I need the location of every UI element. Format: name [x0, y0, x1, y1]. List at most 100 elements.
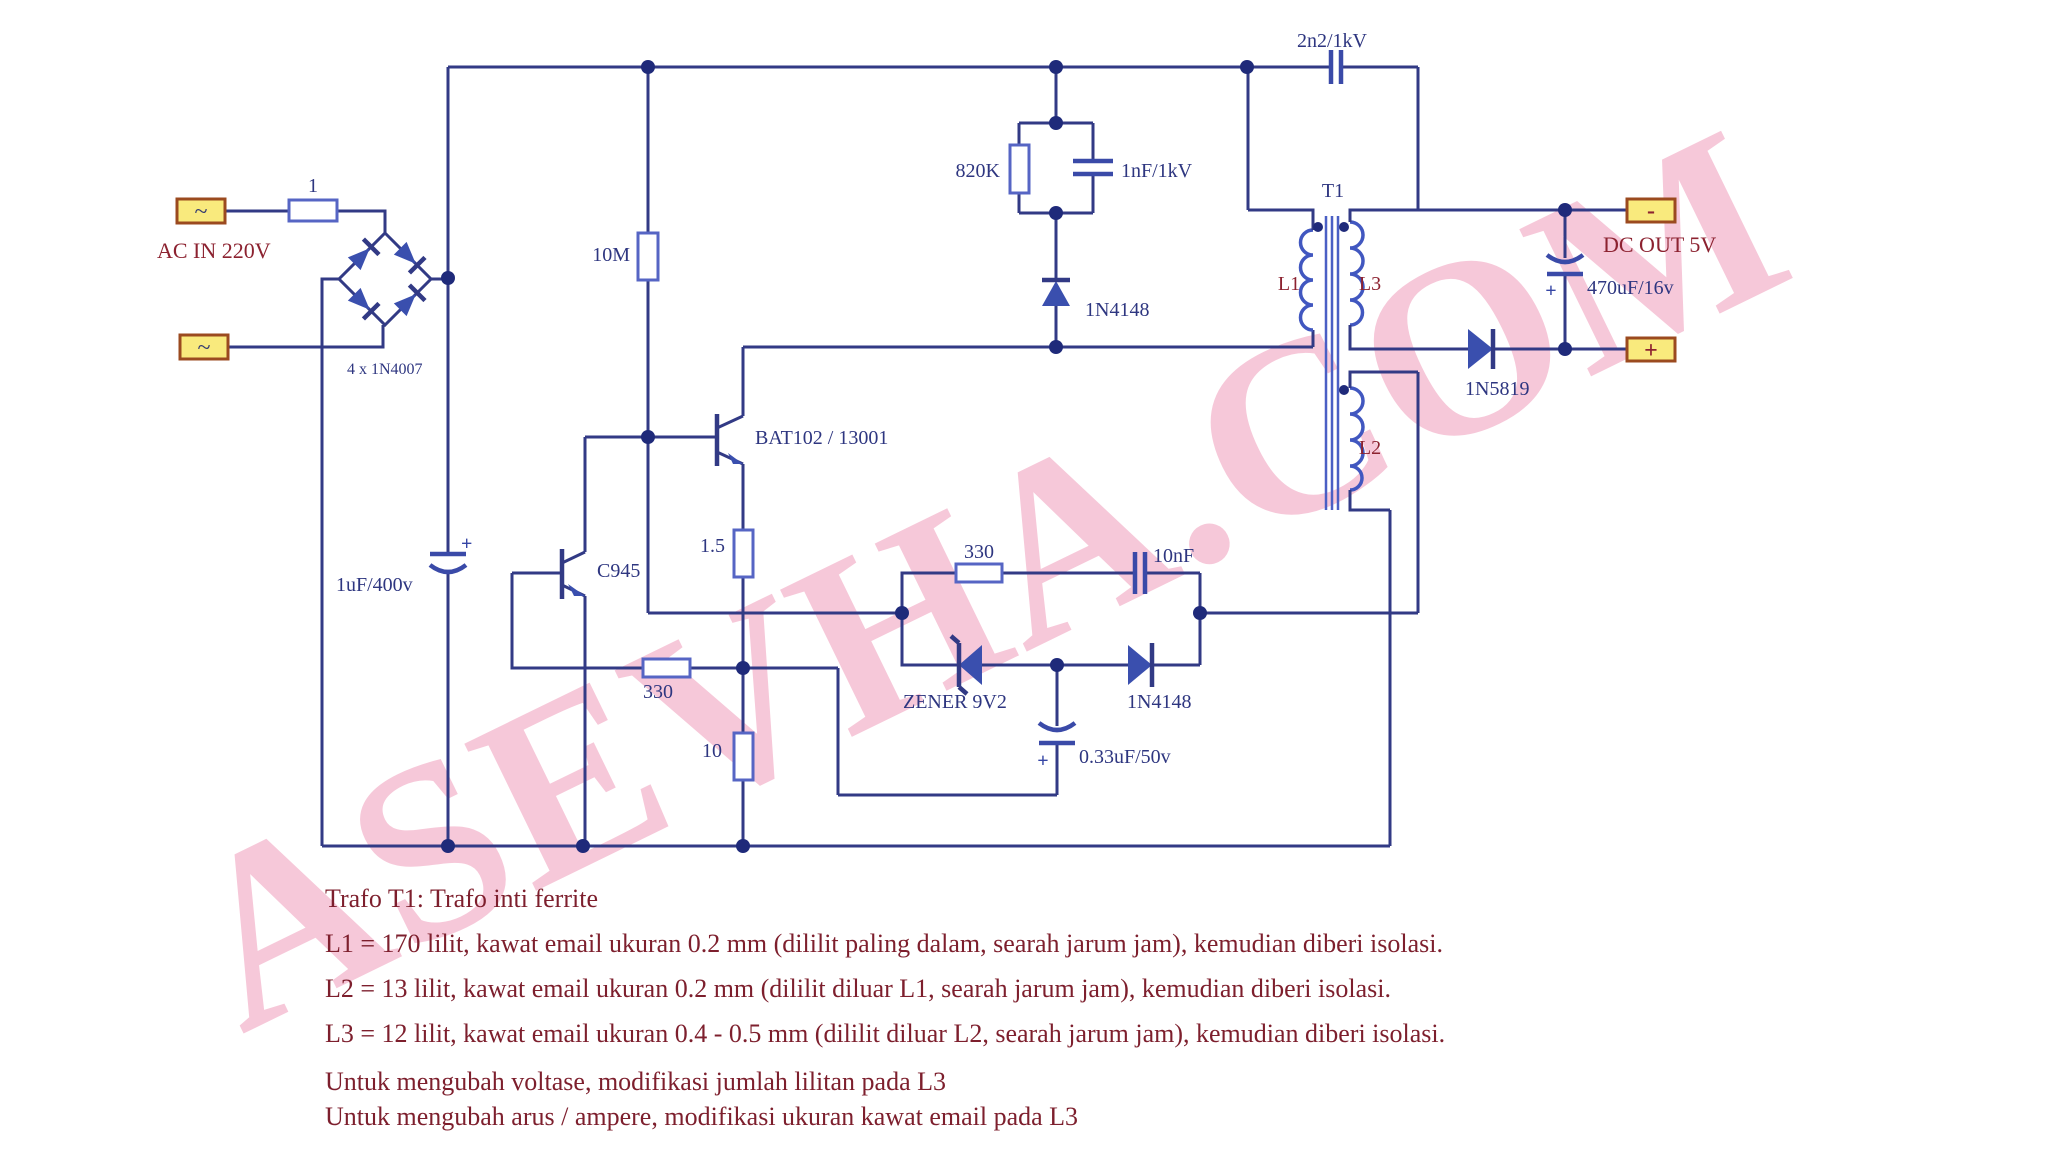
zener-label: ZENER 9V2 [903, 691, 1007, 713]
bridge-rectifier-outline [336, 230, 434, 328]
bridge-diode-bottom-right [393, 283, 427, 317]
snubber-diode [1042, 281, 1070, 306]
primary-rails: + 1uF/400v [322, 65, 1390, 848]
output-section: 1N5819 + 470uF/16v - + DC OUT 5V [1348, 197, 1716, 400]
emitter-resistor-1r5 [732, 528, 755, 579]
wire-l1-top [1246, 68, 1315, 230]
ac-terminal-bottom [178, 333, 230, 361]
startup-resistor [636, 231, 660, 282]
transformer-core [1324, 216, 1340, 510]
bridge-diode-top-left [347, 237, 381, 271]
dc-terminal-positive-symbol: + [1644, 338, 1658, 364]
zener-diode-bar [949, 634, 969, 696]
winding-l2-label: L2 [1359, 437, 1381, 459]
bulk-capacitor: + 1uF/400v [336, 533, 472, 596]
output-diode-label: 1N5819 [1465, 378, 1529, 400]
dc-terminal-positive [1625, 336, 1677, 363]
snubber-resistor-label: 820K [956, 160, 1001, 182]
snubber-resistor [1008, 143, 1031, 195]
wire-output-positive [1348, 325, 1627, 351]
base-resistor-330 [641, 657, 692, 679]
ac-terminal-bottom-symbol: ~ [198, 335, 211, 361]
coupling-cap-label: 2n2/1kV [1297, 30, 1368, 52]
dc-terminal-negative [1625, 197, 1677, 224]
fuse-resistor [287, 198, 339, 223]
startup-resistor-group: 10M [592, 67, 902, 615]
notes-block: Trafo T1: Trafo inti ferrite L1 = 170 li… [325, 876, 1445, 1134]
c945-emitter-arrow [568, 584, 585, 596]
coupling-cap-group: 2n2/1kV [1247, 30, 1420, 210]
feedback-network: 330 10nF ZENER 9V2 1N4148 + 0.33uF/50v [743, 541, 1418, 797]
emitter-resistor-label: 1.5 [700, 535, 725, 557]
bat102-emitter-arrow [728, 453, 743, 464]
winding-l1 [1298, 228, 1314, 332]
snubber-network: 820K 1nF/1kV 1N4148 [956, 67, 1193, 347]
snubber-capacitor [1073, 158, 1113, 177]
ac-input-section: 1 ~ ~ AC IN 220V 4 x 1N4007 [157, 175, 448, 846]
ac-input-label: AC IN 220V [157, 238, 271, 263]
output-diode [1468, 329, 1493, 369]
wire-delay-cap [743, 665, 1059, 797]
wire-live-input [225, 209, 387, 233]
wire-neutral-input [227, 325, 385, 349]
notes-l2: L2 = 13 lilit, kawat email ukuran 0.2 mm… [325, 974, 1391, 1003]
bridge-label: 4 x 1N4007 [347, 361, 423, 378]
wire-c945-base [510, 573, 743, 670]
transformer-name: T1 [1322, 180, 1344, 202]
wire-feedback-bottom [900, 613, 1202, 667]
l2-polarity-dot [1339, 385, 1349, 395]
delay-cap-label: 0.33uF/50v [1079, 746, 1171, 768]
feedback-diode-label: 1N4148 [1127, 691, 1191, 713]
notes-tip-voltage: Untuk mengubah voltase, modifikasi jumla… [325, 1067, 946, 1096]
sense-resistor-10 [732, 731, 755, 782]
winding-l3 [1349, 220, 1365, 327]
switching-transistors: C945 330 BAT102 / 13001 1.5 10 [510, 330, 1315, 846]
transistor-bat102: BAT102 / 13001 [714, 347, 888, 530]
notes-l1: L1 = 170 lilit, kawat email ukuran 0.2 m… [325, 929, 1443, 958]
zener-diode [959, 645, 982, 685]
wire-coupling-cap [1247, 65, 1420, 210]
fuse-label: 1 [308, 175, 318, 197]
notes-l3: L3 = 12 lilit, kawat email ukuran 0.4 - … [325, 1019, 1446, 1048]
l3-polarity-dot [1339, 222, 1349, 232]
wire-output-negative [1348, 208, 1627, 222]
delay-cap-plus: + [1037, 750, 1048, 772]
transistor-c945: C945 [512, 437, 640, 846]
bridge-diode-top-right [393, 241, 427, 275]
notes-tip-current: Untuk mengubah arus / ampere, modifikasi… [325, 1102, 1079, 1131]
snubber-diode-label: 1N4148 [1085, 299, 1149, 321]
winding-l3-label: L3 [1359, 273, 1381, 295]
c945-label: C945 [597, 560, 640, 582]
notes-title: Trafo T1: Trafo inti ferrite [325, 884, 598, 913]
l1-polarity-dot [1313, 222, 1323, 232]
feedback-resistor-label: 330 [964, 541, 994, 563]
feedback-capacitor [1132, 552, 1148, 594]
transformer-t1: L1 L3 L2 T1 [1246, 68, 1627, 846]
dc-output-label: DC OUT 5V [1603, 232, 1716, 257]
bat102-label: BAT102 / 13001 [755, 427, 888, 449]
base-resistor-label: 330 [643, 681, 673, 703]
coupling-capacitor [1328, 50, 1344, 84]
output-cap-label: 470uF/16v [1587, 277, 1674, 299]
ac-terminal-top [175, 197, 227, 225]
wire-l2 [1348, 370, 1420, 846]
sense-resistor-label: 10 [702, 740, 722, 762]
bulk-capacitor-label: 1uF/400v [336, 574, 413, 596]
startup-resistor-label: 10M [592, 244, 630, 266]
winding-l1-label: L1 [1278, 273, 1300, 295]
ac-terminal-top-symbol: ~ [195, 199, 208, 225]
bulk-capacitor-plus: + [461, 533, 472, 555]
feedback-diode [1128, 645, 1152, 685]
wire-startup-base [646, 67, 902, 615]
winding-l2 [1349, 386, 1365, 492]
output-cap-plus: + [1545, 280, 1556, 302]
wire-feedback-top [900, 571, 1202, 613]
bridge-diode-bottom-left [347, 287, 381, 321]
snubber-capacitor-label: 1nF/1kV [1121, 160, 1193, 182]
feedback-capacitor-label: 10nF [1153, 545, 1194, 567]
wire-bridge-negative [320, 277, 339, 846]
junction-dots [441, 60, 1572, 853]
wire-switch-node [743, 330, 1315, 349]
